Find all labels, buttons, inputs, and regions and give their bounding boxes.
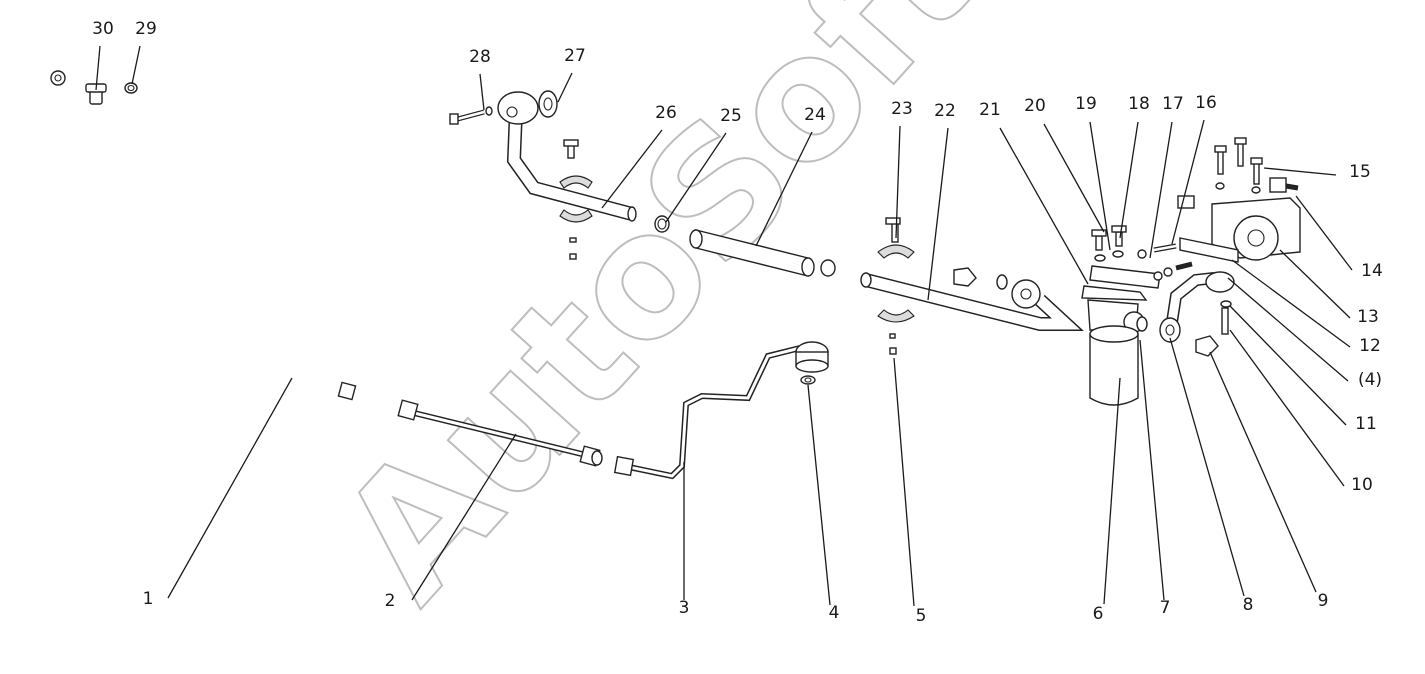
callout-label: 30 — [92, 19, 114, 39]
leader-line-16 — [1263, 167, 1337, 176]
callout-label: 6 — [1093, 604, 1104, 624]
leader-line-26 — [665, 132, 727, 223]
callout-label: 7 — [1160, 598, 1171, 618]
part-9-plug — [1195, 335, 1219, 357]
leader-line-15 — [1295, 195, 1353, 271]
callout-label: 3 — [679, 598, 690, 618]
leader-line-31 — [95, 45, 101, 91]
leader-line-10 — [1229, 329, 1345, 487]
clamp-set-a — [559, 139, 593, 260]
leader-line-17 — [1171, 119, 1205, 245]
leader-line-6 — [1103, 377, 1121, 605]
part-4-washer — [800, 375, 816, 385]
leader-line-9 — [1209, 351, 1317, 593]
leader-line-19 — [1119, 121, 1139, 239]
part-7-washer — [1136, 316, 1148, 332]
leader-line-23 — [927, 127, 949, 301]
leader-line-13 — [1231, 259, 1351, 348]
callout-label: 22 — [934, 101, 956, 121]
callout-label: 27 — [564, 46, 586, 66]
leader-line-27 — [601, 129, 663, 209]
leader-line-1 — [167, 377, 293, 599]
leader-line-21 — [1043, 123, 1105, 233]
part-2-pipe — [397, 399, 603, 467]
part-28-bolt — [449, 106, 493, 125]
part-10-11-bolt — [1220, 300, 1232, 335]
callout-label: 25 — [720, 106, 742, 126]
callout-label: 16 — [1195, 93, 1217, 113]
leader-line-22 — [999, 127, 1089, 285]
leader-line-20 — [1089, 121, 1111, 251]
part-26-pipe-assembly — [497, 91, 637, 222]
leader-line-11 — [1229, 305, 1347, 426]
leader-line-29 — [479, 73, 485, 111]
part-25-hose-clamp — [654, 215, 670, 233]
part-29-washer — [124, 82, 138, 94]
part-23-clamp-bolt — [877, 217, 915, 355]
leader-line-5 — [893, 357, 915, 607]
leader-line-14 — [1279, 249, 1351, 319]
callout-label: 24 — [804, 105, 826, 125]
callout-label: 4 — [829, 603, 840, 623]
callout-label: 12 — [1359, 336, 1381, 356]
part-3-bent-pipe — [613, 341, 829, 480]
leader-line-25 — [755, 131, 813, 247]
leader-line-7 — [1139, 339, 1165, 601]
callout-label: 13 — [1357, 307, 1379, 327]
leader-line-4 — [807, 384, 831, 606]
part-27-washer — [538, 90, 558, 118]
callout-label: 11 — [1355, 414, 1377, 434]
callout-label: (4) — [1358, 370, 1382, 390]
callout-label: 21 — [979, 100, 1001, 120]
callout-label: 14 — [1361, 261, 1383, 281]
leader-line-2 — [411, 433, 517, 601]
part-21-bracket — [1089, 225, 1161, 289]
leader-line-28 — [557, 72, 573, 103]
leader-line-8 — [1169, 337, 1245, 597]
callout-label: 2 — [385, 591, 396, 611]
part-15-bolts — [1214, 137, 1263, 194]
callout-label: 1 — [143, 589, 154, 609]
callout-label: 10 — [1351, 475, 1373, 495]
leader-line-24 — [895, 125, 901, 239]
callout-label: 19 — [1075, 94, 1097, 114]
callout-label: 17 — [1162, 94, 1184, 114]
callout-label: 15 — [1349, 162, 1371, 182]
callout-label: 23 — [891, 99, 913, 119]
part-13-pump — [1179, 197, 1301, 263]
leader-line-12 — [1227, 277, 1349, 382]
callout-label: 26 — [655, 103, 677, 123]
leader-line-18 — [1149, 121, 1173, 259]
part-22-pipe — [860, 267, 1084, 331]
part-6-fuel-filter — [1081, 285, 1148, 406]
callout-label: 18 — [1128, 94, 1150, 114]
leader-line-30 — [131, 45, 141, 85]
part-24-hose — [689, 229, 836, 277]
callout-label: 29 — [135, 19, 157, 39]
part-1-fuel-pipe — [32, 70, 357, 401]
callout-label: 9 — [1318, 591, 1329, 611]
callout-label: 28 — [469, 47, 491, 67]
part-16-17-bolt-washers — [1137, 243, 1193, 281]
callout-label: 20 — [1024, 96, 1046, 116]
part-8-banjo-pipe — [1159, 271, 1235, 343]
callout-label: 5 — [916, 606, 927, 626]
callout-label: 8 — [1243, 595, 1254, 615]
